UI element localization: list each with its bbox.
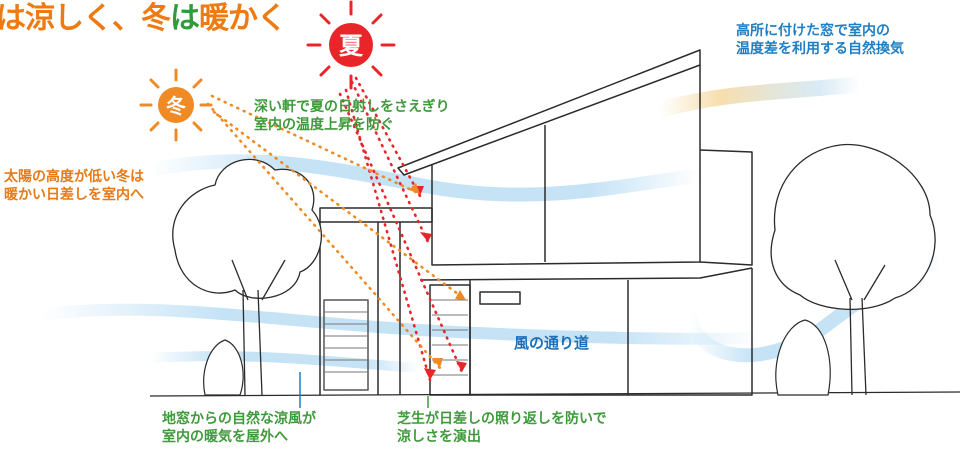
winter-sun-label: 冬 <box>166 94 186 118</box>
annotation-line: 芝生が日差しの照り返しを防いで <box>397 411 607 427</box>
tree-left <box>172 158 322 396</box>
winter-ray-2 <box>206 102 442 370</box>
wind-flow-lower <box>145 351 425 373</box>
arrow-summer-ground-1 <box>424 368 436 380</box>
wind-flow-warm-exit <box>652 76 868 118</box>
headline-prefix: は涼しく、 <box>0 1 142 36</box>
shrub-right <box>775 319 831 396</box>
annotation-line: 地窓からの自然な涼風が <box>162 411 316 427</box>
annotation-line: 室内の暖気を屋外へ <box>162 429 288 446</box>
annotation-wind-path: 風の通り道 <box>514 334 590 352</box>
summer-sun-icon: 夏 <box>306 0 396 90</box>
annotation-line: 涼しさを演出 <box>397 429 481 446</box>
summer-ray-2 <box>350 80 430 244</box>
floor-band <box>419 267 753 281</box>
annotation-line: 暖かい日差しを室内へ <box>4 187 144 204</box>
headline-middle: は <box>170 1 200 36</box>
headline-warm-word: 暖かく <box>199 1 287 36</box>
annotation-ground-window: 地窓からの自然な涼風が 室内の暖気を屋外へ <box>162 410 316 446</box>
summer-sun-label: 夏 <box>339 32 364 60</box>
winter-sun-icon: 冬 <box>139 68 213 142</box>
balcony-rail <box>319 207 433 223</box>
vent-window <box>479 291 521 305</box>
annotation-deep-eaves: 深い軒で夏の日射しをさえぎり 室内の温度上昇を防ぐ <box>254 98 450 134</box>
shrub-left <box>203 339 244 396</box>
arrow-winter-upper <box>409 183 420 194</box>
ray-arrowheads <box>409 183 467 380</box>
annotation-lawn: 芝生が日差しの照り返しを防いで 涼しさを演出 <box>397 410 607 446</box>
headline: は涼しく、冬は暖かく <box>0 1 287 36</box>
arrow-summer-wall <box>420 232 432 242</box>
annotation-line: 高所に付けた窓で室内の <box>736 23 890 39</box>
headline-winter-word: 冬 <box>141 1 171 36</box>
arrow-summer-ground-2 <box>456 361 467 372</box>
annotation-line: 太陽の高度が低い冬は <box>4 169 144 185</box>
annotation-line: 深い軒で夏の日射しをさえぎり <box>254 99 450 115</box>
annotation-line: 室内の温度上昇を防ぐ <box>254 117 394 134</box>
annotation-line: 温度差を利用する自然換気 <box>736 41 904 58</box>
annotation-winter-sun: 太陽の高度が低い冬は 暖かい日差しを室内へ <box>4 168 144 204</box>
summer-ray-4 <box>338 92 464 374</box>
tree-right <box>770 143 936 396</box>
sun-ray-paths <box>206 76 468 382</box>
wind-flow-middle <box>34 303 766 345</box>
arrow-winter-lower <box>432 358 443 368</box>
upper-right-box <box>699 149 753 266</box>
arrow-winter-window <box>455 290 466 300</box>
annotation-high-window: 高所に付けた窓で室内の 温度差を利用する自然換気 <box>736 22 904 58</box>
summer-ray-1 <box>354 76 422 198</box>
